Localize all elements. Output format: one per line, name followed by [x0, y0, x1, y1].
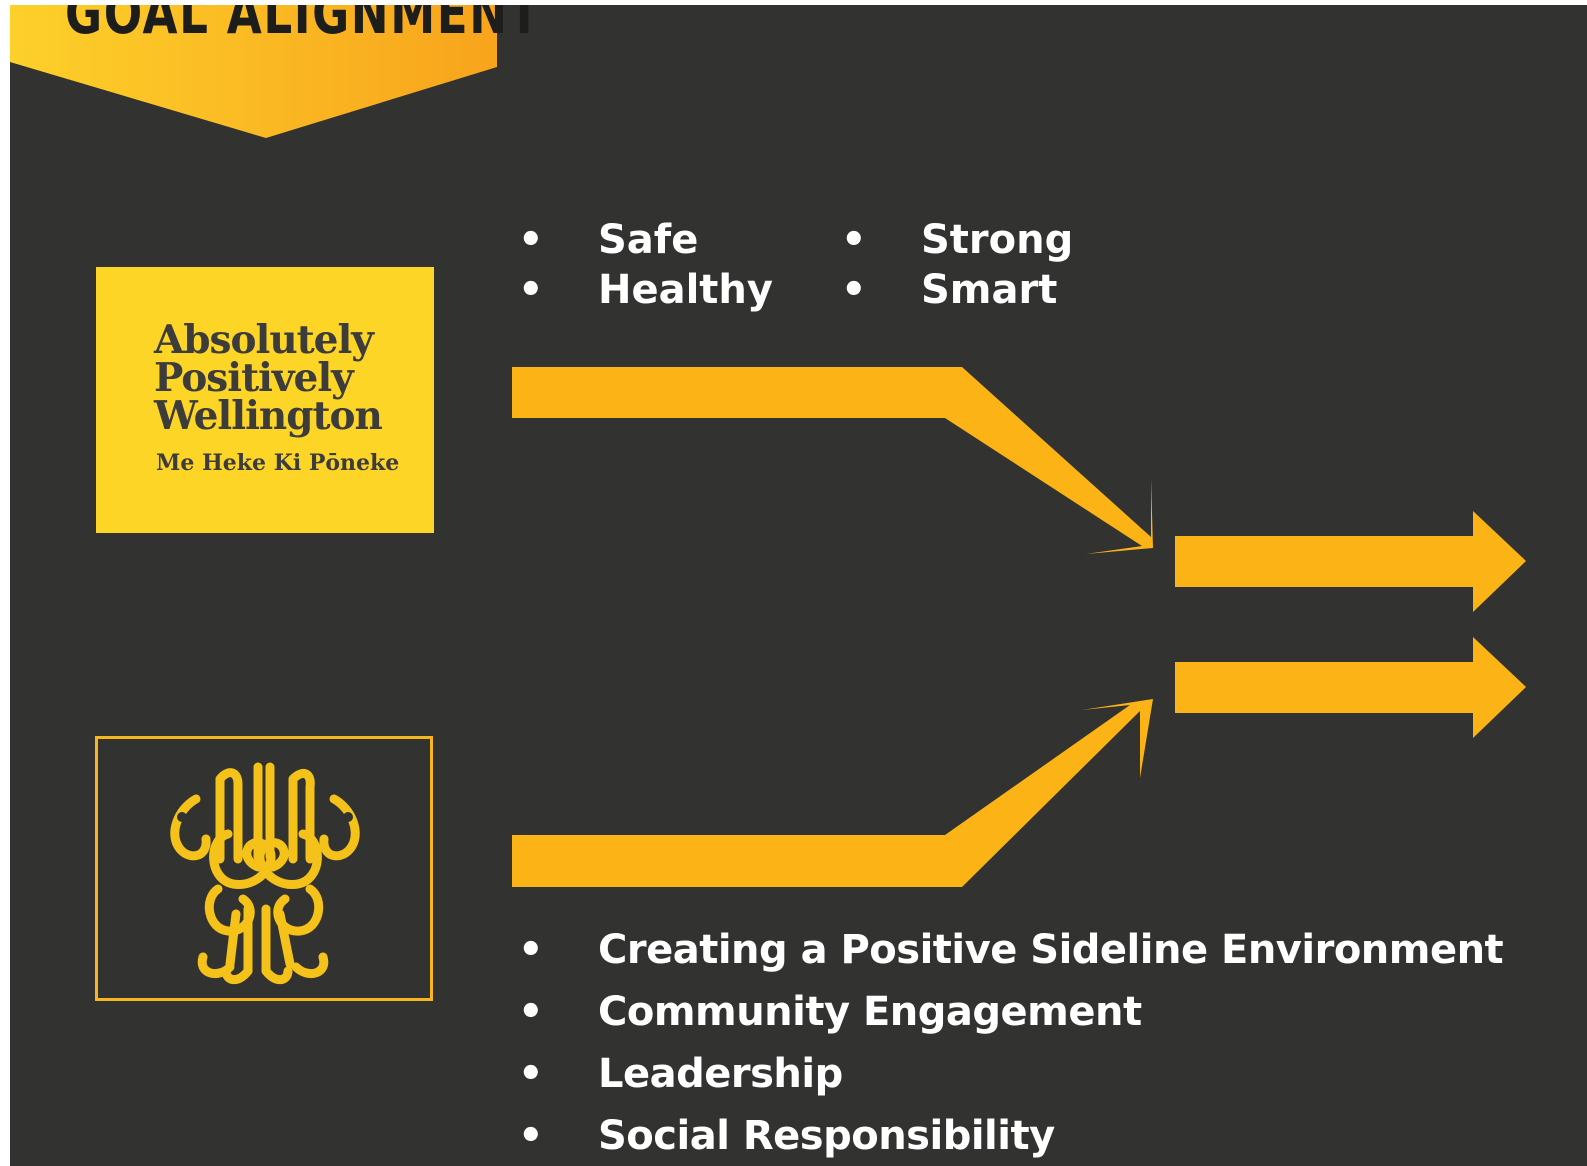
- list-item: •Community Engagement: [518, 981, 1503, 1043]
- bullet-icon: •: [518, 1113, 544, 1159]
- bullet-icon: •: [841, 267, 867, 313]
- title-banner: [10, 5, 497, 138]
- list-item: •Smart: [841, 267, 1058, 313]
- arrow-right-bottom: [1175, 637, 1526, 738]
- list-item: •Safe: [518, 217, 699, 263]
- list-item: •Strong: [841, 217, 1074, 263]
- list-item: •Social Responsibility: [518, 1105, 1503, 1166]
- bullet-icon: •: [518, 217, 544, 263]
- arrow-top-merge: [512, 367, 1153, 554]
- wellington-council-logo: Absolutely Positively Wellington Me Heke…: [96, 267, 434, 533]
- logo-text-line: Absolutely: [154, 317, 374, 363]
- slide: GOAL ALIGNMENT •Safe •Healthy •Strong •S…: [10, 5, 1587, 1166]
- logo-text-line: Positively: [154, 355, 354, 401]
- club-values-list: •Creating a Positive Sideline Environmen…: [518, 919, 1504, 1166]
- logo-tagline: Me Heke Ki Pōneke: [156, 450, 400, 476]
- council-values-list-left: •Safe •Healthy: [518, 215, 773, 315]
- bullet-icon: •: [841, 217, 867, 263]
- arrow-bottom-merge: [512, 699, 1153, 887]
- bullet-icon: •: [518, 1051, 544, 1097]
- bullet-icon: •: [518, 927, 544, 973]
- page-title: GOAL ALIGNMENT: [65, 5, 542, 47]
- logo-text-line: Wellington: [154, 393, 383, 439]
- list-item: •Creating a Positive Sideline Environmen…: [518, 919, 1504, 981]
- bullet-icon: •: [518, 989, 544, 1035]
- arrow-right-top: [1175, 511, 1526, 612]
- list-item: •Leadership: [518, 1043, 1503, 1105]
- list-item: •Healthy: [518, 267, 773, 313]
- monogram-crest-icon: [170, 762, 360, 985]
- council-values-list-right: •Strong •Smart: [841, 215, 1074, 315]
- bullet-icon: •: [518, 267, 544, 313]
- club-logo-frame: [95, 736, 433, 1001]
- flow-arrows: [512, 367, 1526, 887]
